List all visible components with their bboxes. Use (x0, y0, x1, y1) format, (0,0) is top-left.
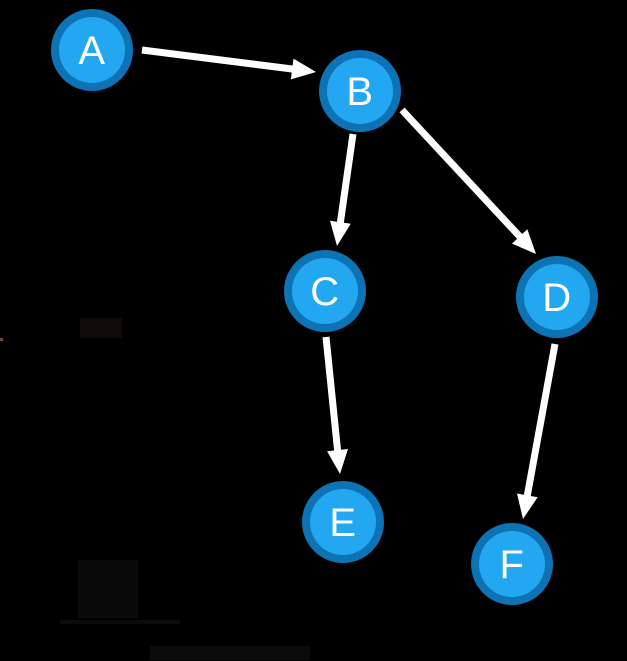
node-D[interactable]: D (516, 256, 598, 338)
edge-A-B (141, 46, 316, 80)
node-inner-circle (524, 264, 590, 330)
node-inner-circle (310, 489, 376, 555)
node-C[interactable]: C (284, 250, 366, 332)
node-label: C (310, 270, 339, 314)
arrowhead-icon (290, 58, 316, 80)
edge-line (336, 133, 357, 225)
arrowhead-icon (511, 229, 536, 254)
arrowhead-icon (516, 493, 538, 519)
node-label: E (329, 501, 356, 545)
edge-B-D (399, 107, 536, 254)
node-inner-circle (292, 258, 358, 324)
node-inner-circle (59, 17, 125, 83)
edge-line (399, 107, 524, 241)
edge-B-C (329, 133, 357, 246)
node-label: A (78, 29, 105, 73)
node-B[interactable]: B (319, 50, 401, 132)
node-label: D (542, 276, 571, 320)
node-label: F (500, 543, 525, 587)
node-label: B (346, 70, 373, 114)
arrowhead-icon (327, 449, 349, 474)
arrowhead-icon (329, 220, 351, 246)
node-A[interactable]: A (51, 9, 133, 91)
edge-C-E (322, 336, 349, 474)
node-E[interactable]: E (302, 481, 384, 563)
edge-line (523, 343, 559, 498)
edge-D-F (516, 343, 559, 519)
node-inner-circle (327, 58, 393, 124)
node-inner-circle (479, 531, 545, 597)
node-F[interactable]: F (471, 523, 553, 605)
edge-line (322, 336, 342, 453)
edge-line (141, 46, 295, 73)
